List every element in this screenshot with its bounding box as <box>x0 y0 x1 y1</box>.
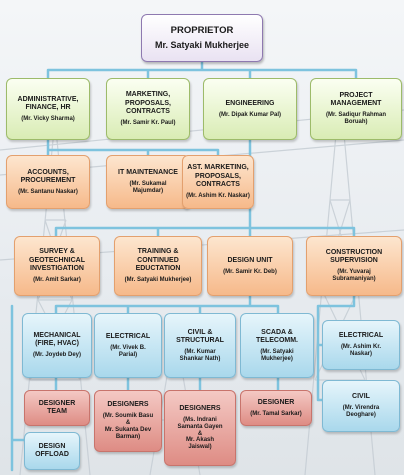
support-person: (Mr. Sukamal Majumdar) <box>129 181 167 195</box>
designers-scada: DESIGNER (Mr. Tamal Sarkar) <box>240 390 312 426</box>
construction-person: (Mr. Ashim Kr. Naskar) <box>340 344 382 358</box>
proprietor-title: PROPRIETOR <box>170 24 234 36</box>
dept-title: ADMINISTRATIVE, FINANCE, HR <box>17 95 79 111</box>
dept-title: PROJECT MANAGEMENT <box>330 92 382 108</box>
construction-civil: CIVIL (Mr. Virendra Deoghare) <box>322 380 400 432</box>
design-civil: CIVIL & STRUCTURAL (Mr. Kumar Shankar Na… <box>164 313 236 378</box>
support-accounts: ACCOUNTS, PROCUREMENT (Mr. Santanu Naska… <box>6 155 90 209</box>
dept-person: (Mr. Dipak Kumar Pal) <box>218 111 281 118</box>
support-person: (Mr. Ashim Kr. Naskar) <box>186 192 250 199</box>
dept-marketing: MARKETING, PROPOSALS, CONTRACTS (Mr. Sam… <box>106 78 190 140</box>
support-it: IT MAINTENANCE (Mr. Sukamal Majumdar) <box>106 155 190 209</box>
support-person: (Mr. Santanu Naskar) <box>18 188 78 195</box>
unit-design: DESIGN UNIT (Mr. Samir Kr. Deb) <box>207 236 293 296</box>
construction-title: CIVIL <box>352 393 370 401</box>
design-title: ELECTRICAL <box>105 332 151 340</box>
designers-mechanical: DESIGNER TEAM <box>24 390 90 426</box>
unit-person: (Mr. Samir Kr. Deb) <box>223 268 277 275</box>
design-title: CIVIL & STRUCTURAL <box>176 328 224 344</box>
support-title: IT MAINTENANCE <box>118 169 178 177</box>
design-title: MECHANICAL (FIRE, HVAC) <box>33 332 81 348</box>
construction-electrical: ELECTRICAL (Mr. Ashim Kr. Naskar) <box>322 320 400 370</box>
dept-project-management: PROJECT MANAGEMENT (Mr. Sadiqur Rahman B… <box>310 78 402 140</box>
unit-person: (Mr. Amit Sarkar) <box>33 276 81 283</box>
unit-survey: SURVEY & GEOTECHNICAL INVESTIGATION (Mr.… <box>14 236 100 296</box>
dept-title: MARKETING, PROPOSALS, CONTRACTS <box>125 91 171 115</box>
dept-administrative: ADMINISTRATIVE, FINANCE, HR (Mr. Vicky S… <box>6 78 90 140</box>
designers-title: DESIGNERS <box>179 404 221 412</box>
designers-electrical: DESIGNERS (Mr. Soumik Basu & Mr. Sukanta… <box>94 390 162 452</box>
offload-title: DESIGN OFFLOAD <box>35 442 69 458</box>
unit-title: CONSTRUCTION SUPERVISION <box>325 249 383 265</box>
dept-person: (Mr. Sadiqur Rahman Boruah) <box>325 112 386 126</box>
design-person: (Mr. Joydeb Dey) <box>32 352 81 359</box>
designers-title: DESIGNERS <box>107 401 149 409</box>
dept-person: (Mr. Samir Kr. Paul) <box>120 119 176 126</box>
support-ast-marketing: AST. MARKETING, PROPOSALS, CONTRACTS (Mr… <box>182 155 254 209</box>
unit-training: TRAINING & CONTINUED EDUCTATION (Mr. Sat… <box>114 236 202 296</box>
design-person: (Mr. Satyaki Mukherjee) <box>260 348 294 362</box>
designers-civil: DESIGNERS (Ms. Indrani Samanta Gayen & M… <box>164 390 236 466</box>
design-person: (Mr. Vivek B. Parial) <box>110 344 146 358</box>
construction-title: ELECTRICAL <box>338 332 384 340</box>
support-title: AST. MARKETING, PROPOSALS, CONTRACTS <box>187 164 249 188</box>
unit-person: (Mr. Yuvaraj Subramaniyan) <box>332 269 376 283</box>
dept-engineering: ENGINEERING (Mr. Dipak Kumar Pal) <box>203 78 297 140</box>
unit-construction: CONSTRUCTION SUPERVISION (Mr. Yuvaraj Su… <box>306 236 402 296</box>
designers-title: DESIGNER TEAM <box>38 399 76 415</box>
dept-person: (Mr. Vicky Sharma) <box>21 115 75 122</box>
designers-title: DESIGNER <box>257 398 295 406</box>
proprietor-name: Mr. Satyaki Mukherjee <box>154 39 250 50</box>
construction-person: (Mr. Virendra Deoghare) <box>342 405 380 419</box>
designers-person: (Mr. Tamal Sarkar) <box>250 410 302 417</box>
support-title: ACCOUNTS, PROCUREMENT <box>20 168 76 184</box>
designers-person: (Mr. Soumik Basu & Mr. Sukanta Dev Barma… <box>102 413 154 440</box>
designers-person: (Ms. Indrani Samanta Gayen & Mr. Akash J… <box>177 416 223 451</box>
design-offload: DESIGN OFFLOAD <box>24 432 80 470</box>
design-scada: SCADA & TELECOMM. (Mr. Satyaki Mukherjee… <box>240 313 314 378</box>
unit-person: (Mr. Satyaki Mukherjee) <box>124 276 192 283</box>
dept-title: ENGINEERING <box>225 99 275 107</box>
unit-title: DESIGN UNIT <box>227 256 273 264</box>
unit-title: TRAINING & CONTINUED EDUCTATION <box>135 248 181 272</box>
design-electrical: ELECTRICAL (Mr. Vivek B. Parial) <box>94 313 162 378</box>
unit-title: SURVEY & GEOTECHNICAL INVESTIGATION <box>29 248 85 272</box>
design-mechanical: MECHANICAL (FIRE, HVAC) (Mr. Joydeb Dey) <box>22 313 92 378</box>
proprietor-box: PROPRIETOR Mr. Satyaki Mukherjee <box>141 14 263 62</box>
design-title: SCADA & TELECOMM. <box>256 328 298 344</box>
design-person: (Mr. Kumar Shankar Nath) <box>179 348 221 362</box>
